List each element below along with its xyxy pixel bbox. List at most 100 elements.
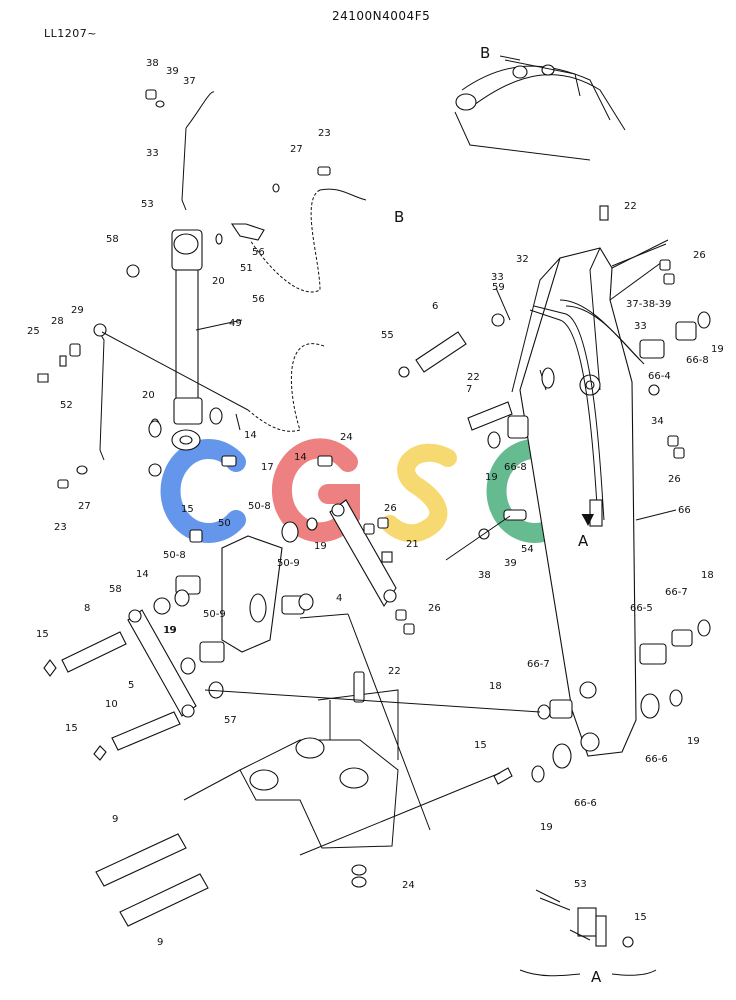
part-callout: 37 [183,76,196,87]
part-callout: 9 [112,814,118,825]
part-callout: 50-9 [277,558,300,569]
part-callout: 59 [492,282,505,293]
part-callout: 50 [218,518,231,529]
part-callout: 23 [54,522,67,533]
part-callout: 6 [432,301,438,312]
part-callout: 51 [240,263,253,274]
part-callout: 15 [634,912,647,923]
part-callout: A [578,532,589,550]
part-callout: 33 [146,148,159,159]
part-callout: 15 [36,629,49,640]
part-callout: 14 [244,430,257,441]
part-callout: 66-7 [665,587,688,598]
part-callout: 5 [128,680,134,691]
part-callout: 17 [261,462,274,473]
part-callout: 15 [65,723,78,734]
view-b-sketch [454,55,626,161]
part-callout: 29 [71,305,84,316]
part-callout: 26 [428,603,441,614]
part-callout: 20 [212,276,225,287]
part-callout: 53 [141,199,154,210]
view-a-arrow [582,514,594,526]
part-callout: 24 [340,432,353,443]
small-parts [37,89,711,888]
part-callout: 24 [402,880,415,891]
part-callout: 57 [224,715,237,726]
part-callout: 38 [478,570,491,581]
part-callout: 55 [381,330,394,341]
part-callout: 19 [711,344,724,355]
boom-cylinder-49 [171,229,203,451]
serial-range: LL1207~ [44,27,97,40]
part-callout: 27 [78,501,91,512]
part-callout: 66-4 [648,371,671,382]
part-callout: 19 [163,625,176,636]
part-callout: 66-5 [630,603,653,614]
view-a-detail [519,889,657,977]
part-callout: 19 [485,472,498,483]
linkage-parts [127,499,397,718]
watermark-letter-s [381,443,457,543]
part-callout: 22 [624,201,637,212]
part-callout: 52 [60,400,73,411]
part-callout: 58 [109,584,122,595]
part-callout: 25 [27,326,40,337]
part-callout: 50-8 [163,550,186,561]
part-callout: 26 [668,474,681,485]
part-callout: 22 [388,666,401,677]
part-callout: 26 [384,503,397,514]
arm-66 [511,239,669,757]
part-callout: 20 [142,390,155,401]
part-callout: 32 [516,254,529,265]
part-callout: 39 [166,66,179,77]
part-callout: 22 [467,372,480,383]
part-callout: 66-8 [686,355,709,366]
part-callout: 10 [105,699,118,710]
part-callout: 14 [136,569,149,580]
view-b-label: B [480,44,490,62]
part-callout: 37-38-39 [626,299,671,310]
part-callout: 39 [504,558,517,569]
boom-foot-sketch [183,689,399,849]
part-callout: 28 [51,316,64,327]
part-callout: 9 [157,937,163,948]
view-a-label: A [591,968,602,986]
part-callout: 7 [466,384,472,395]
part-callout: 66-6 [645,754,668,765]
part-callout: 27 [290,144,303,155]
part-callout: 8 [84,603,90,614]
part-callout: 19 [314,541,327,552]
part-callout: 4 [336,593,342,604]
part-callout: 21 [406,539,419,550]
part-callout: 34 [651,416,664,427]
link-4 [329,499,397,608]
part-callout: 66-8 [504,462,527,473]
part-callout: 50-8 [248,501,271,512]
part-callout: 33 [634,321,647,332]
drawing-code: 24100N4004F5 [332,9,431,23]
part-callout: 19 [540,822,553,833]
watermark-letter-c1 [160,439,246,543]
part-callout: 53 [574,879,587,890]
part-callout: 49 [229,318,242,329]
part-callout: 38 [146,58,159,69]
part-callout: 66-7 [527,659,550,670]
hoses-56 [247,188,367,432]
part-callout: 15 [474,740,487,751]
part-callout: 54 [521,544,534,555]
part-callout: 18 [701,570,714,581]
part-callout: B [394,208,404,226]
part-callout: 56 [252,247,265,258]
arm-pipes [529,299,645,527]
part-callout: 58 [106,234,119,245]
part-callout: 19 [687,736,700,747]
part-callout: 50-9 [203,609,226,620]
watermark-letter-g [271,438,360,543]
part-callout: 26 [693,250,706,261]
part-callout: 56 [252,294,265,305]
part-callout: 15 [181,504,194,515]
pins [61,331,513,927]
part-callout: 14 [294,452,307,463]
part-callout: 33 [491,272,504,283]
part-callout: 23 [318,128,331,139]
